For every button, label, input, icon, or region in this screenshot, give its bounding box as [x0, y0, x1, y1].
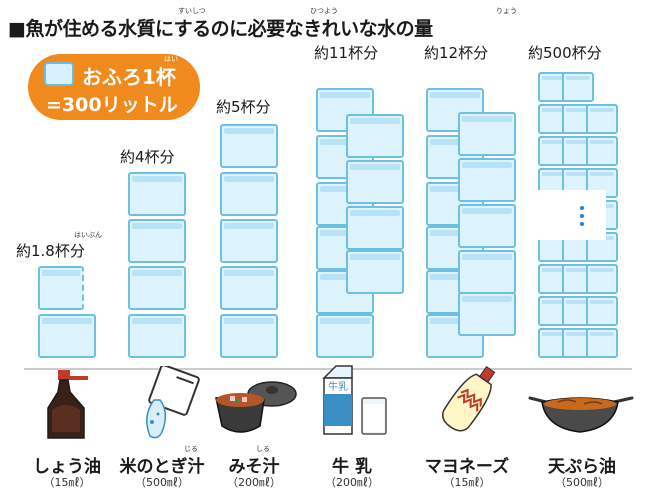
column-ruby-haibun: はいぶん — [74, 231, 102, 239]
item-ruby-jiru: じる — [184, 445, 198, 453]
item-name-tempura-oil: 天ぷら油 — [548, 457, 616, 477]
badge-line2: =300リットル — [46, 94, 178, 116]
column-label-soy: 約1.8杯分 — [16, 242, 85, 260]
bathtub — [458, 204, 516, 248]
item-amount-tempura-oil: （500㎖） — [555, 476, 609, 489]
column-label-mayo: 約12杯分 — [424, 44, 489, 62]
item-amount-milk: （200㎖） — [325, 476, 379, 489]
bathtub — [220, 266, 278, 310]
item-name-miso-soup: みそ汁 — [228, 457, 280, 477]
bathtub — [458, 112, 516, 156]
bathtub-small — [586, 296, 618, 326]
column-label-rice: 約4杯分 — [120, 148, 175, 166]
ellipsis-dot — [580, 214, 584, 218]
item-name-milk: 牛 乳 — [332, 457, 372, 477]
title-ruby-suishitsu: すいしつ — [178, 7, 206, 15]
title-ruby-hitsuyou: ひつよう — [310, 7, 338, 15]
bathtub — [128, 219, 186, 263]
item-ruby-shiru: しる — [256, 445, 270, 453]
bathtub — [220, 172, 278, 216]
svg-text:牛乳: 牛乳 — [328, 380, 348, 393]
bathtub-full — [38, 314, 96, 358]
ellipsis-dot — [580, 222, 584, 226]
title-ruby-ryou: りょう — [496, 7, 517, 15]
bathtub — [220, 124, 278, 168]
bathtub — [346, 250, 404, 294]
item-name-soy-sauce: しょう油 — [33, 457, 101, 477]
bathtub — [346, 160, 404, 204]
bathtub — [220, 219, 278, 263]
item-name-rice-water: 米のとぎ汁 — [119, 457, 205, 477]
item-amount-soy-sauce: （15㎖） — [43, 476, 91, 489]
column-label-oil: 約500杯分 — [528, 44, 602, 62]
mayonnaise-bottle-icon — [442, 365, 496, 432]
bathtub-small — [562, 72, 594, 102]
bathtub — [346, 114, 404, 158]
milk-carton-icon: 牛乳 — [322, 365, 387, 435]
bathtub — [128, 314, 186, 358]
page-title: ■魚が住める水質にするのに必要なきれいな水の量 — [8, 18, 433, 40]
bathtub-small — [586, 328, 618, 358]
bath-unit-badge: はい おふろ1杯 =300リットル — [28, 54, 200, 120]
bathtub — [220, 314, 278, 358]
item-name-mayonnaise: マヨネーズ — [424, 457, 510, 477]
bathtub — [458, 250, 516, 294]
bathtub-icon — [44, 62, 74, 86]
bathtub — [316, 314, 374, 358]
bathtub-small — [586, 136, 618, 166]
bathtub — [128, 266, 186, 310]
ellipsis-dot — [580, 206, 584, 210]
bathtub — [346, 206, 404, 250]
item-amount-rice-water: （500㎖） — [135, 476, 189, 489]
tempura-oil-pan-icon — [528, 396, 634, 433]
column-label-miso: 約5杯分 — [216, 98, 271, 116]
item-amount-miso-soup: （200㎖） — [227, 476, 281, 489]
bathtub — [458, 158, 516, 202]
column-label-milk: 約11杯分 — [314, 44, 379, 62]
item-amount-mayonnaise: （15㎖） — [443, 476, 491, 489]
bathtub — [128, 172, 186, 216]
bathtub — [458, 292, 516, 336]
bathtub-small — [586, 264, 618, 294]
badge-line1: おふろ1杯 — [82, 65, 176, 89]
badge-ruby-hai: はい — [164, 55, 178, 63]
bathtub-small — [586, 104, 618, 134]
soy-sauce-bottle-icon — [47, 370, 88, 439]
ellipsis-area — [538, 190, 606, 240]
divider-line — [24, 368, 632, 370]
bathtub-partial — [38, 266, 84, 310]
rice-water-cup-icon — [146, 366, 200, 439]
miso-soup-bowl-icon — [215, 381, 297, 433]
